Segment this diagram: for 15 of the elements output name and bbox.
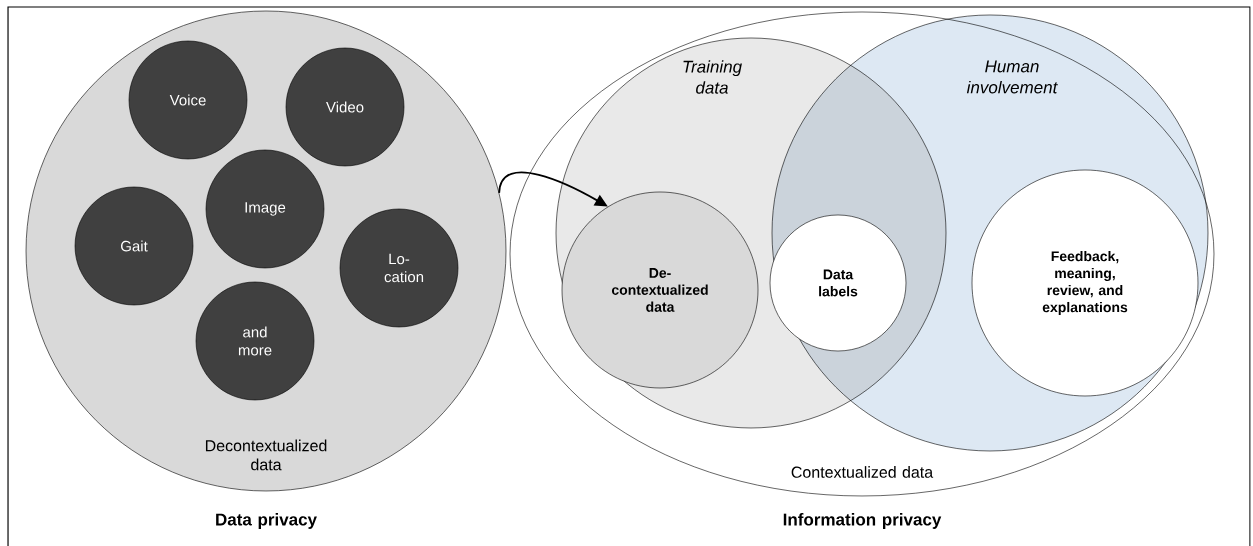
circle-label: De-contextualized data bbox=[611, 268, 708, 312]
ellipse-label: Contextualized data bbox=[791, 466, 934, 478]
circle-label: Lo-cation bbox=[384, 253, 424, 283]
circle-label: Gait bbox=[121, 240, 148, 252]
circle-heading: Training data bbox=[683, 60, 742, 94]
circle-label: Data labels bbox=[819, 269, 858, 297]
circle-label: Decontextualized data bbox=[205, 439, 327, 471]
section-heading: Data privacy bbox=[216, 513, 317, 529]
circle-label: Voice bbox=[169, 94, 206, 106]
circle-label: Feedback, meaning, review, and explanations bbox=[1042, 250, 1128, 315]
section-heading: Information privacy bbox=[783, 513, 942, 529]
circle-heading: Human involvement bbox=[966, 60, 1058, 94]
circle-label: Image bbox=[245, 202, 286, 216]
circle-label: Video bbox=[326, 101, 364, 113]
circle-label: and more bbox=[238, 326, 272, 356]
